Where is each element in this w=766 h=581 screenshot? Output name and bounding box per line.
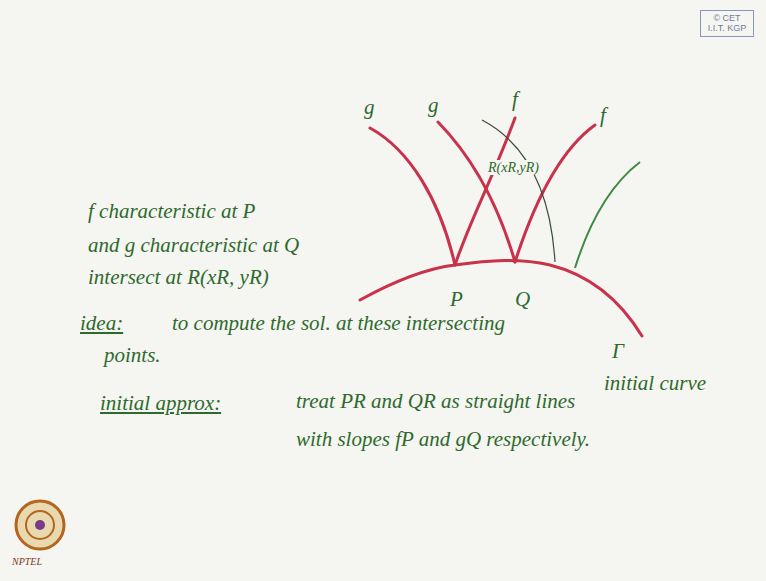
curve-label: g <box>428 94 439 117</box>
copyright-stamp: © CET I.I.T. KGP <box>700 10 754 37</box>
curve-label: g <box>364 96 375 119</box>
g-characteristic <box>370 128 455 265</box>
point-label: Q <box>515 288 530 311</box>
note: with slopes fP and gQ respectively. <box>296 428 590 451</box>
stamp-text: © CET I.I.T. KGP <box>704 13 750 34</box>
note: f characteristic at P <box>88 200 255 223</box>
note: intersect at R(xR, yR) <box>88 266 269 289</box>
f-characteristic <box>455 118 515 265</box>
note: initial curve <box>604 372 706 395</box>
note: to compute the sol. at these intersectin… <box>172 312 505 335</box>
heading: idea: <box>80 312 123 335</box>
f-characteristic <box>515 125 595 262</box>
curve-label: Γ <box>612 340 624 363</box>
note: treat PR and QR as straight lines <box>296 390 575 413</box>
logo-text: NPTEL <box>12 556 42 567</box>
characteristic <box>575 162 640 268</box>
point-label: R(xR,yR) <box>488 160 539 175</box>
note: points. <box>104 344 161 367</box>
note: and g characteristic at Q <box>88 234 299 257</box>
curve-label: f <box>600 104 606 127</box>
heading: initial approx: <box>100 392 221 415</box>
g-characteristic <box>438 122 515 262</box>
point-label: P <box>450 288 463 311</box>
nptel-logo <box>16 501 64 549</box>
guide-curve <box>482 120 555 262</box>
curve-label: f <box>512 88 518 111</box>
